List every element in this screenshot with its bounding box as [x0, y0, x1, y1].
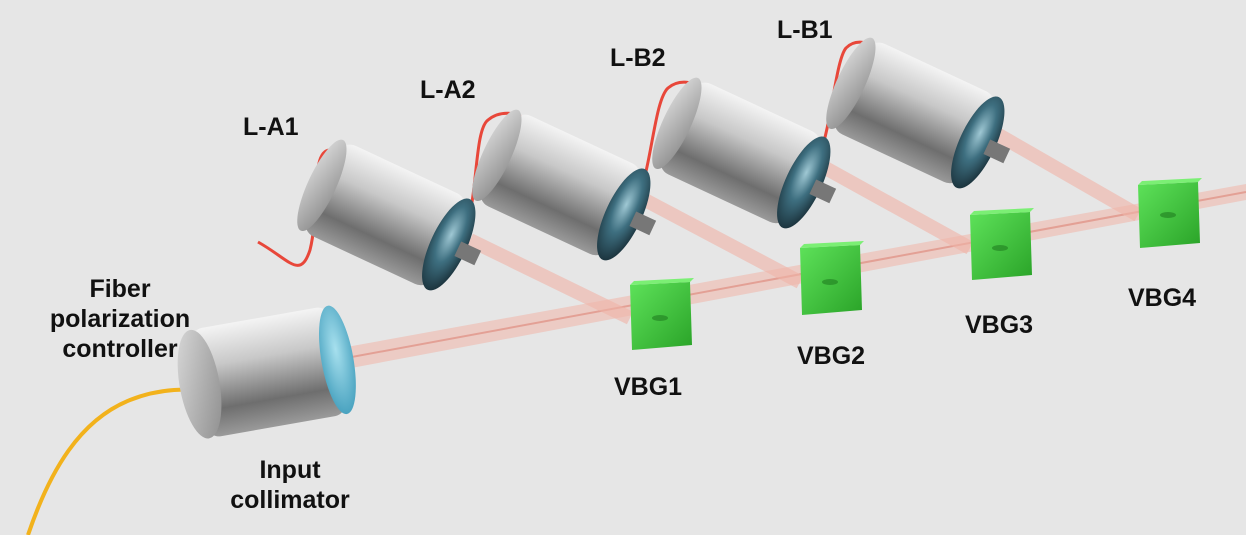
label-l-a1: L-A1 [243, 113, 299, 141]
label-l-b2: L-B2 [610, 44, 666, 72]
label-l-a2: L-A2 [420, 76, 476, 104]
label-input-collimator: Input collimator [210, 455, 370, 515]
grating-vbg1 [630, 278, 694, 350]
laser-l-b2-housing [652, 77, 837, 229]
label-vbg4: VBG4 [1128, 284, 1197, 312]
grating-vbg3 [970, 208, 1034, 280]
input-fiber [26, 387, 213, 535]
grating-vbg2 [800, 241, 864, 315]
label-vbg3: VBG3 [965, 311, 1034, 339]
label-vbg1: VBG1 [614, 373, 683, 401]
label-fiber-line-3: controller [62, 335, 178, 363]
label-fiber-line-2: polarization [49, 305, 191, 333]
label-collimator-line-1: Input [259, 456, 321, 484]
label-vbg2: VBG2 [797, 342, 866, 370]
bragg-gratings [630, 178, 1202, 350]
laser-l-a1-housing [297, 139, 482, 291]
label-collimator-line-2: collimator [230, 486, 350, 514]
label-l-b1: L-B1 [777, 16, 833, 44]
laser-l-a2-housing [472, 109, 657, 261]
label-fiber-line-1: Fiber [89, 275, 151, 303]
branch-beams [466, 123, 1142, 325]
grating-vbg4 [1138, 178, 1202, 248]
laser-cylinders [297, 37, 1011, 291]
input-collimator-housing [177, 305, 356, 439]
laser-l-b1-housing [826, 37, 1011, 189]
label-fiber-polarization-controller: Fiber polarization controller [20, 274, 220, 364]
